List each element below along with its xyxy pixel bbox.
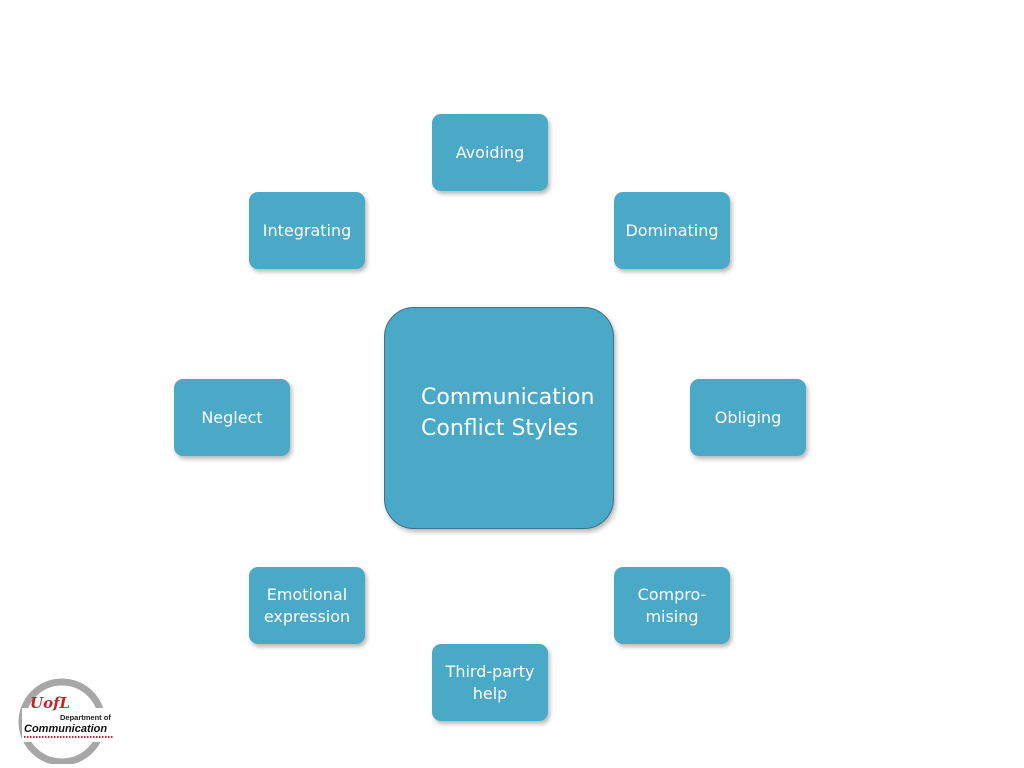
node-emotional-label-line2: expression	[263, 606, 351, 626]
node-avoiding-label: Avoiding	[455, 142, 525, 162]
uofl-communication-logo: UofL Department of Communication	[18, 676, 118, 766]
logo-line1: Department of	[60, 713, 111, 722]
node-neglect-label: Neglect	[201, 407, 263, 427]
center-node-communication-conflict-styles: Communication Conflict Styles	[384, 307, 614, 529]
node-third-party-label-line2: help	[472, 683, 508, 703]
center-node-label: Communication Conflict Styles	[421, 382, 594, 444]
node-obliging: Obliging	[690, 379, 806, 456]
node-third-party-help: Third-party help	[432, 644, 548, 721]
logo-line2: Communication	[24, 723, 107, 735]
node-third-party-label-line1: Third-party	[445, 661, 535, 681]
node-avoiding: Avoiding	[432, 114, 548, 191]
node-compromising: Compro- mising	[614, 567, 730, 644]
center-label-line2: Conflict Styles	[421, 416, 579, 441]
node-emotional-label-line1: Emotional	[266, 584, 348, 604]
node-compromising-label-line1: Compro-	[637, 584, 707, 604]
node-neglect: Neglect	[174, 379, 290, 456]
node-obliging-label: Obliging	[714, 407, 782, 427]
logo-mark: UofL	[30, 694, 70, 712]
node-integrating: Integrating	[249, 192, 365, 269]
node-emotional-expression: Emotional expression	[249, 567, 365, 644]
center-label-line1: Communication	[421, 385, 595, 410]
logo-graphic: UofL Department of Communication	[18, 678, 116, 766]
node-dominating-label: Dominating	[625, 220, 719, 240]
node-dominating: Dominating	[614, 192, 730, 269]
node-integrating-label: Integrating	[262, 220, 352, 240]
node-compromising-label-line2: mising	[645, 606, 699, 626]
